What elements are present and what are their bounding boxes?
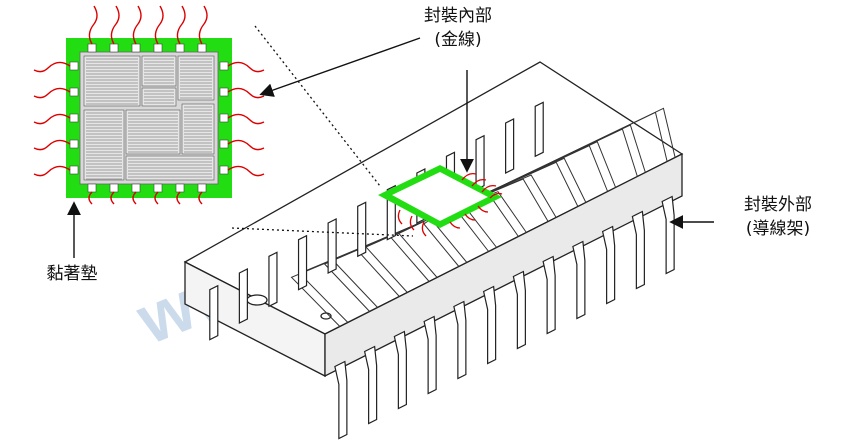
package-die <box>378 165 503 237</box>
label-package-interior-sub: (金線) <box>434 30 482 50</box>
gold-wire <box>33 61 71 73</box>
gold-wire <box>154 5 164 45</box>
label-die-pad-text: 黏著墊 <box>46 264 98 284</box>
gold-wire <box>198 191 203 205</box>
circuit-block <box>125 109 181 155</box>
back-pin <box>357 201 367 258</box>
front-pin <box>453 300 467 380</box>
bond-pad <box>153 183 163 193</box>
front-pin <box>363 345 378 425</box>
gold-wire <box>33 113 71 125</box>
gold-wire <box>227 61 265 73</box>
lead-trace <box>492 107 676 192</box>
back-pin <box>238 268 248 324</box>
bond-pad <box>69 113 79 123</box>
back-pin <box>505 118 515 174</box>
front-pin <box>393 330 407 410</box>
gold-wire <box>198 5 208 45</box>
bond-pad <box>197 183 207 193</box>
front-pins <box>334 195 675 440</box>
bond-pad <box>87 183 97 193</box>
gold-wire <box>88 5 98 45</box>
gold-wire <box>33 87 71 99</box>
front-pin <box>601 225 616 305</box>
label-package-exterior: 封裝外部 (導線架) <box>718 193 838 241</box>
package-die-chip <box>392 172 488 221</box>
bond-pad <box>69 139 79 149</box>
bond-pad <box>219 139 229 149</box>
front-pin <box>661 195 675 275</box>
front-pin <box>542 255 556 335</box>
bond-pad <box>219 165 229 175</box>
bond-pad <box>153 43 163 53</box>
lead-trace <box>397 216 438 278</box>
label-package-interior: 封裝內部 (金線) <box>398 4 518 52</box>
label-die-pad: 黏著墊 <box>22 262 122 286</box>
gold-wire <box>227 165 265 177</box>
front-pin <box>334 360 348 440</box>
bond-pad <box>131 183 141 193</box>
inset-gold-wires <box>33 5 265 205</box>
arrow-inner <box>259 37 421 97</box>
front-pin <box>631 210 645 290</box>
gold-wire <box>227 87 265 99</box>
bond-pad <box>69 165 79 175</box>
bond-pad <box>69 87 79 97</box>
bond-pad <box>175 183 185 193</box>
callout-arrows <box>67 37 714 258</box>
bond-pad <box>197 43 207 53</box>
package-gold-wires <box>397 172 503 237</box>
bond-pad <box>87 43 97 53</box>
back-pin <box>209 284 219 341</box>
gold-wire <box>176 5 186 45</box>
gold-wire <box>154 191 159 205</box>
label-package-exterior-title: 封裝外部 <box>744 195 812 215</box>
bond-pad <box>69 61 79 71</box>
label-package-exterior-sub: (導線架) <box>745 219 811 239</box>
label-package-interior-title: 封裝內部 <box>424 6 492 26</box>
back-pin <box>327 218 337 274</box>
gold-wire <box>33 139 71 151</box>
gold-wire <box>132 5 142 45</box>
bond-pad <box>109 43 119 53</box>
back-pin <box>297 234 308 291</box>
back-pin <box>534 101 544 158</box>
gold-wire <box>110 191 115 205</box>
bond-pad <box>175 43 185 53</box>
die-circuit-pattern <box>83 55 215 181</box>
bond-pad <box>109 183 119 193</box>
projection-lines <box>231 25 414 237</box>
bond-pad <box>219 87 229 97</box>
bond-pad <box>219 113 229 123</box>
gold-wire <box>110 5 120 45</box>
die-inset <box>33 5 265 205</box>
back-pins <box>209 101 544 341</box>
gold-wire <box>33 165 71 177</box>
bond-pad <box>131 43 141 53</box>
gold-wire <box>227 139 265 151</box>
front-pin <box>572 240 586 320</box>
bond-pad <box>219 61 229 71</box>
front-pin <box>423 315 437 395</box>
front-pin <box>482 285 497 365</box>
back-pin <box>475 134 485 191</box>
circuit-block <box>83 55 141 107</box>
circuit-block <box>83 109 125 181</box>
front-pin <box>512 270 526 350</box>
gold-wire <box>88 191 93 205</box>
gold-wire <box>227 113 265 125</box>
circuit-block <box>181 103 215 155</box>
pin1-notch <box>246 294 268 306</box>
circuit-block <box>177 55 215 101</box>
package-side-face <box>324 152 683 378</box>
gold-wire <box>132 191 137 205</box>
gold-wire <box>176 191 181 205</box>
back-pin <box>268 251 278 308</box>
